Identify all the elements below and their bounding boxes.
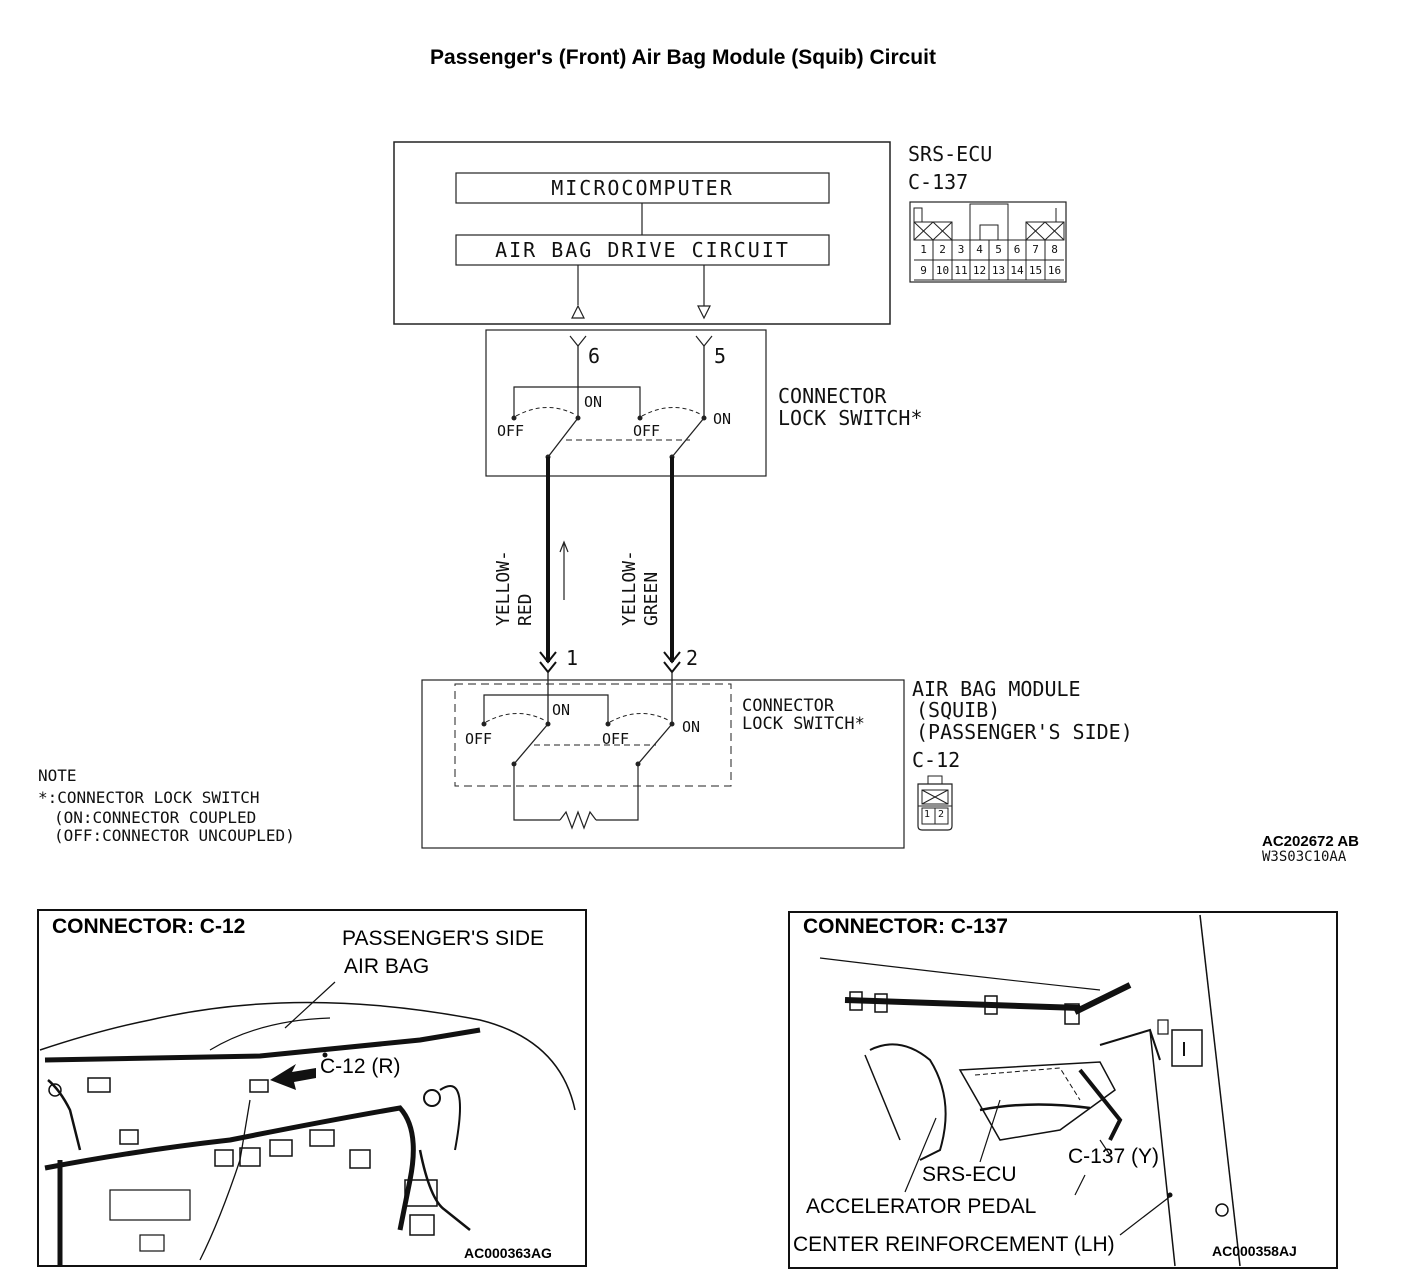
ecu-name: SRS-ECU <box>908 142 993 166</box>
c12-connector-face <box>917 775 953 831</box>
upper-switch-box <box>485 329 767 477</box>
wire-color-left-line2: RED <box>515 593 536 626</box>
module-name-line2: (SQUIB) <box>916 698 1001 722</box>
upper-switch-label-line2: LOCK SWITCH* <box>778 406 923 430</box>
module-switch-dashed-box <box>454 683 732 787</box>
photo-left-title: CONNECTOR: C-12 <box>52 915 246 938</box>
c12-pin: 1 <box>924 809 931 820</box>
figure-code: AC202672 AB <box>1262 833 1359 850</box>
drive-circuit-label: AIR BAG DRIVE CIRCUIT <box>495 238 790 262</box>
module-switch-on-a: ON <box>552 701 571 719</box>
photo-left-illustration <box>39 1001 576 1266</box>
photo-right-illustration <box>819 914 1241 1267</box>
output-arrow-down <box>697 305 711 320</box>
wire-color-left-line1: YELLOW- <box>493 550 514 626</box>
photo-left-label-airbag-line1: PASSENGER'S SIDE <box>342 927 545 950</box>
module-name-line1: AIR BAG MODULE <box>912 677 1081 701</box>
drive-circuit-box <box>455 234 830 266</box>
module-switch-off-b: OFF <box>602 730 630 748</box>
upper-switch-on-a: ON <box>584 393 603 411</box>
figure-subcode: W3S03C10AA <box>1262 849 1347 865</box>
c137-pin: 2 <box>939 243 946 256</box>
upper-switch-label-line1: CONNECTOR <box>778 384 887 408</box>
photo-right-title: CONNECTOR: C-137 <box>803 915 1008 938</box>
module-switch-off-a: OFF <box>465 730 493 748</box>
photo-right-label-accelerator-pedal: ACCELERATOR PEDAL <box>806 1195 1037 1218</box>
c137-pin: 5 <box>995 243 1002 256</box>
c137-pin: 1 <box>920 243 927 256</box>
photo-left-code: AC000363AG <box>464 1245 552 1261</box>
ecu-pin-5: 5 <box>714 344 727 368</box>
ecu-box <box>393 141 891 325</box>
c12-pointer-arrow <box>270 1064 316 1090</box>
page-title: Passenger's (Front) Air Bag Module (Squi… <box>430 46 936 69</box>
note-line-3: (ON:CONNECTOR COUPLED <box>54 808 257 827</box>
photo-right-label-center-reinforcement: CENTER REINFORCEMENT (LH) <box>793 1233 1115 1256</box>
c137-pin: 12 <box>972 264 987 277</box>
c137-pin: 8 <box>1051 243 1058 256</box>
photo-right-label-srs-ecu: SRS-ECU <box>922 1163 1017 1186</box>
output-arrow-up <box>571 304 585 319</box>
note-title: NOTE <box>38 766 77 785</box>
c137-pin: 6 <box>1013 243 1021 256</box>
module-name-line3: (PASSENGER'S SIDE) <box>916 720 1133 744</box>
photo-left-label-airbag-line2: AIR BAG <box>344 955 430 978</box>
wire-color-right-line1: YELLOW- <box>619 550 640 626</box>
c12-pin: 2 <box>938 809 945 820</box>
module-connector-id: C-12 <box>912 748 961 772</box>
photo-right-label-c137: C-137 (Y) <box>1068 1145 1160 1168</box>
module-switch-label-line1: CONNECTOR <box>742 696 835 716</box>
wire-color-right-line2: GREEN <box>641 571 662 626</box>
upper-switch-off-a: OFF <box>497 422 525 440</box>
module-box <box>421 679 905 849</box>
photo-right-code: AC000358AJ <box>1212 1243 1297 1259</box>
c137-pin: 11 <box>954 264 968 277</box>
ecu-pin-6: 6 <box>588 344 601 368</box>
c137-pin-row-2: 9 10 11 12 13 14 15 16 <box>914 264 1064 277</box>
photo-left-frame <box>37 909 587 1267</box>
c137-pin: 10 <box>935 264 950 277</box>
note-line-4: (OFF:CONNECTOR UNCOUPLED) <box>54 826 295 845</box>
c137-pin: 4 <box>976 243 983 256</box>
c137-pin: 14 <box>1010 264 1024 277</box>
microcomputer-label: MICROCOMPUTER <box>551 176 734 200</box>
c137-pin: 16 <box>1047 264 1062 277</box>
module-pin-1: 1 <box>566 646 579 670</box>
module-switch-on-b: ON <box>682 718 701 736</box>
upper-switch-off-b: OFF <box>633 422 661 440</box>
module-switch-label-line2: LOCK SWITCH* <box>742 714 865 734</box>
c137-pin: 15 <box>1028 264 1043 277</box>
c137-pin: 7 <box>1032 243 1039 256</box>
module-pin-2: 2 <box>686 646 699 670</box>
c137-pin: 13 <box>991 264 1006 277</box>
squib-resistor <box>559 810 597 830</box>
upper-switch-on-b: ON <box>713 410 732 428</box>
c137-pin: 3 <box>957 243 965 256</box>
c137-pin-row-1: 1 2 3 4 5 6 7 8 <box>914 243 1064 256</box>
c137-connector-face <box>909 201 1067 283</box>
photo-left-label-c12: C-12 (R) <box>320 1055 401 1078</box>
ecu-connector-id: C-137 <box>908 170 969 194</box>
note-line-2: *:CONNECTOR LOCK SWITCH <box>38 788 260 807</box>
photo-right-frame <box>788 911 1338 1269</box>
c137-pin: 9 <box>920 264 927 277</box>
